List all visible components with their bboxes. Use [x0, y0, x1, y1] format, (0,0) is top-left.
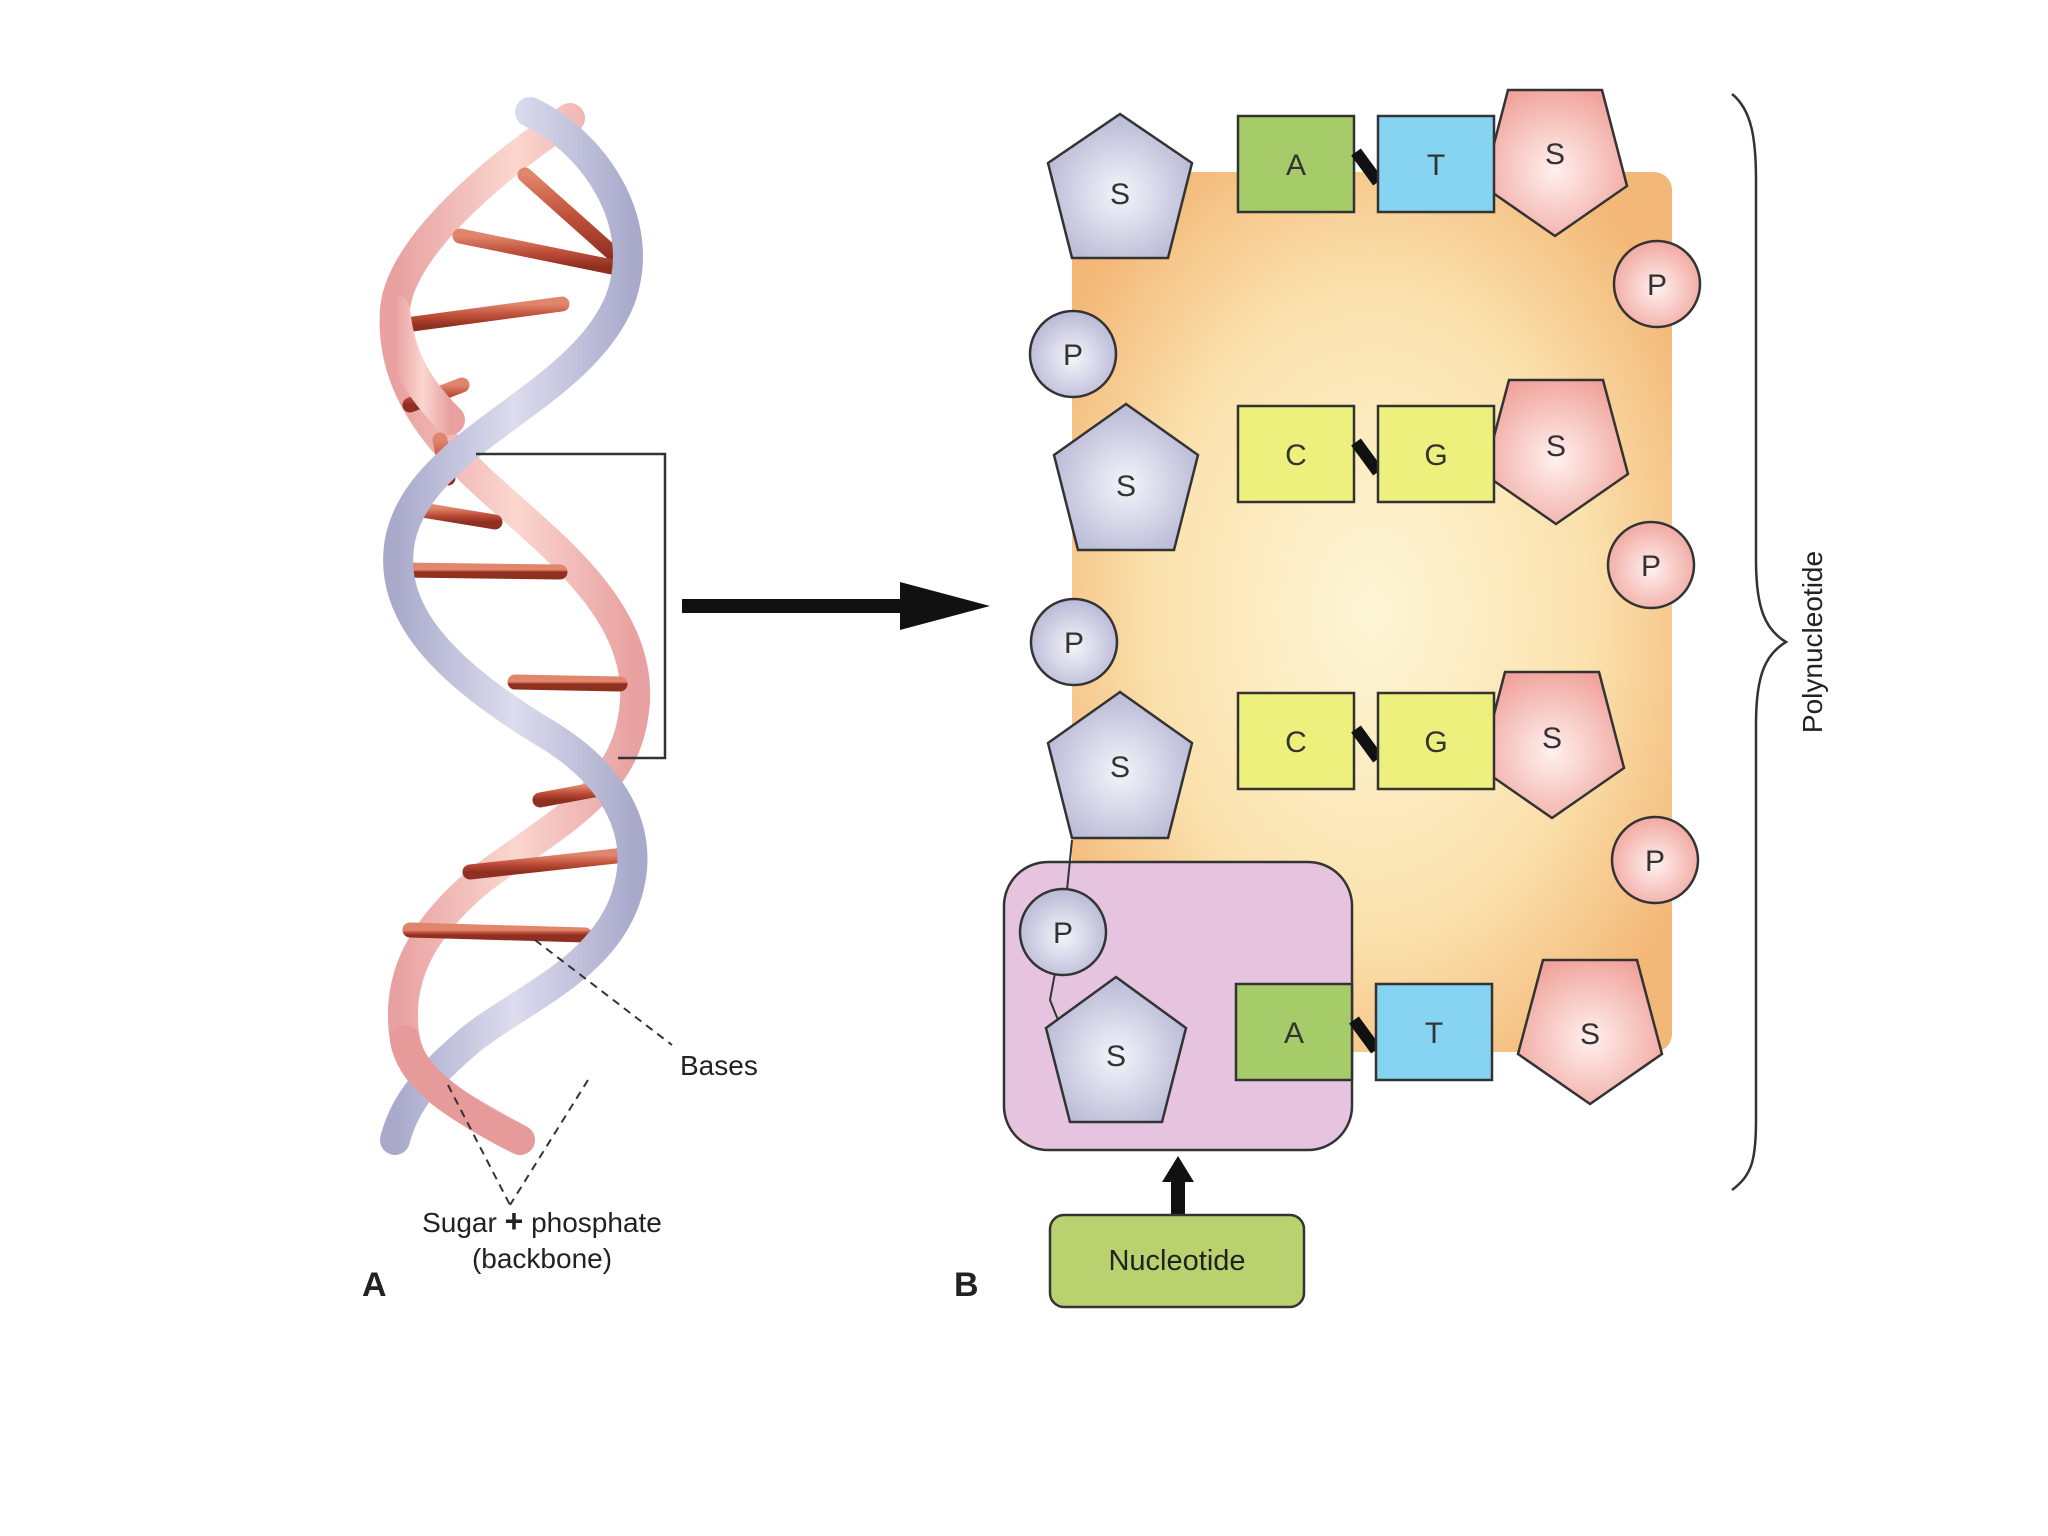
bases-label: Bases — [680, 1050, 758, 1081]
svg-text:P: P — [1641, 550, 1661, 583]
backbone-label-line1: Sugar + phosphate — [422, 1203, 662, 1239]
base-right — [1376, 691, 1496, 791]
svg-text:S: S — [1580, 1018, 1600, 1051]
svg-text:P: P — [1647, 269, 1667, 302]
svg-text:S: S — [1545, 138, 1565, 171]
phosphate-circle: P — [1028, 309, 1118, 399]
svg-text:T: T — [1425, 1017, 1443, 1050]
polynucleotide-label: Polynucleotide — [1797, 551, 1828, 733]
backbone-label-line2: (backbone) — [472, 1243, 612, 1274]
svg-text:C: C — [1285, 726, 1307, 759]
rung — [507, 674, 628, 692]
nucleotide-label: Nucleotide — [1108, 1245, 1245, 1277]
phosphate-circle: P — [1612, 239, 1702, 329]
base-right — [1376, 404, 1496, 504]
hydrogen-bond — [1349, 1016, 1381, 1054]
base-pair-2: C G — [1236, 404, 1496, 504]
base-left — [1234, 982, 1354, 1082]
sugar-pentagon: S — [1052, 402, 1200, 552]
sugar-pentagon: S — [1482, 378, 1630, 526]
sugar-pentagon: S — [1044, 975, 1188, 1124]
base-left — [1236, 691, 1356, 791]
nucleotide-arrow — [1162, 1156, 1194, 1216]
base-pair-3: C G — [1236, 691, 1496, 791]
svg-text:P: P — [1064, 627, 1084, 660]
rung — [452, 228, 620, 275]
lavender-strand-front — [380, 97, 648, 1155]
svg-text:T: T — [1427, 149, 1445, 182]
svg-text:A: A — [1284, 1017, 1304, 1050]
sugar-pentagon: S — [1046, 112, 1194, 260]
svg-text:S: S — [1106, 1040, 1126, 1073]
rung — [462, 847, 633, 880]
svg-text:S: S — [1110, 751, 1130, 784]
right-strand: S P S P S P S — [1478, 88, 1702, 1106]
svg-text:S: S — [1542, 722, 1562, 755]
selection-bracket — [476, 452, 667, 760]
double-helix — [379, 97, 651, 1155]
rung — [390, 296, 570, 334]
svg-text:P: P — [1063, 339, 1083, 372]
left-strand: S P S P S P S — [1018, 112, 1200, 1124]
hydrogen-bond — [1351, 438, 1383, 476]
phosphate-circle: P — [1610, 815, 1700, 905]
panel-a-letter: A — [362, 1266, 387, 1304]
svg-text:P: P — [1053, 917, 1073, 950]
base-right — [1376, 114, 1496, 214]
phosphate-circle: P — [1029, 597, 1119, 687]
backbone-leader-line-left — [447, 1084, 511, 1206]
svg-text:G: G — [1424, 726, 1447, 759]
base-left — [1236, 404, 1356, 504]
base-right — [1374, 982, 1494, 1082]
phosphate-circle: P — [1606, 520, 1696, 610]
svg-text:G: G — [1424, 439, 1447, 472]
svg-text:P: P — [1645, 845, 1665, 878]
rung — [402, 922, 593, 943]
phosphate-circle: P — [1018, 887, 1108, 977]
backbone-leader-line-right — [509, 1079, 589, 1206]
base-pair-4: A T — [1234, 982, 1494, 1082]
pink-strand-front — [380, 295, 465, 435]
pink-strand-front — [390, 1025, 535, 1155]
svg-text:C: C — [1285, 439, 1307, 472]
base-pair-1: A T — [1236, 114, 1496, 214]
polynucleotide-brace — [1731, 93, 1789, 1191]
rung — [394, 562, 568, 580]
svg-text:S: S — [1116, 470, 1136, 503]
hydrogen-bond — [1351, 725, 1383, 763]
hydrogen-bond — [1351, 148, 1383, 186]
bases-leader-line — [534, 939, 673, 1046]
sugar-pentagon: S — [1516, 958, 1664, 1106]
svg-text:A: A — [1286, 149, 1306, 182]
nucleotide-label-box — [1048, 1213, 1306, 1309]
rung — [517, 167, 626, 266]
panel-b-letter: B — [954, 1266, 979, 1304]
base-rungs — [390, 167, 633, 943]
base-left — [1236, 114, 1356, 214]
zoom-arrow — [682, 582, 990, 630]
svg-text:S: S — [1546, 430, 1566, 463]
svg-text:S: S — [1110, 178, 1130, 211]
sugar-pentagon: S — [1046, 690, 1194, 840]
